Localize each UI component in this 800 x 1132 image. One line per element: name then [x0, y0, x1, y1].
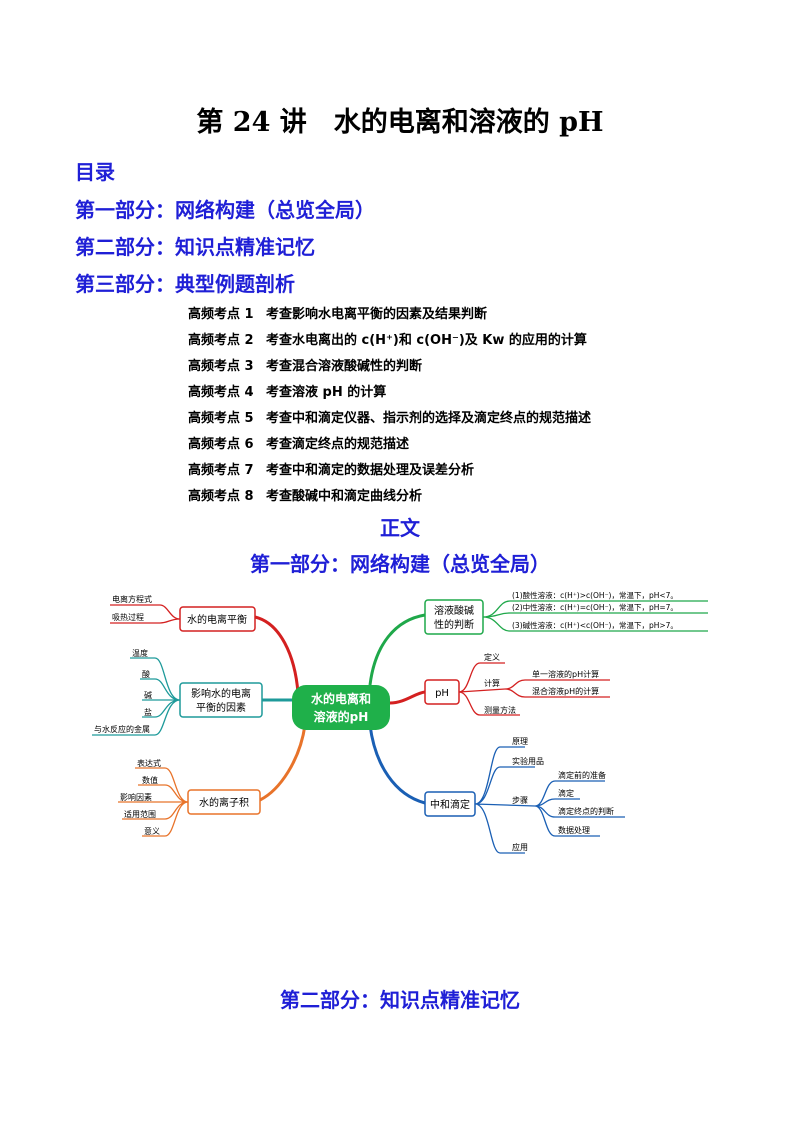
- b5-sub-1: 单一溶液的pH计算: [532, 669, 599, 679]
- toc-item: 高频考点 5 考查中和滴定仪器、指示剂的选择及滴定终点的规范描述: [188, 407, 591, 426]
- node-b5-label: pH: [435, 688, 449, 699]
- toc-item-text: 考查酸碱中和滴定曲线分析: [266, 489, 423, 504]
- b3-leaf-3: 影响因素: [120, 792, 152, 802]
- page-title: 第 24 讲 水的电离和溶液的 pH: [196, 107, 604, 138]
- b6-sub-4: 数据处理: [558, 825, 590, 835]
- node-b4-label-2: 性的判断: [434, 618, 474, 631]
- b6-leaf-4: 应用: [512, 842, 528, 852]
- b3-leaf-4: 适用范围: [124, 809, 156, 819]
- b6-leaf-1: 原理: [512, 737, 528, 746]
- b4-leaf-3: (3)碱性溶液：c(H⁺)<c(OH⁻)，常温下，pH>7。: [512, 620, 678, 630]
- b2-leaf-1: 温度: [132, 648, 148, 658]
- body-heading: 正文: [380, 516, 420, 540]
- toc-part-1: 第一部分：网络构建（总览全局）: [75, 198, 375, 222]
- toc-part-3: 第三部分：典型例题剖析: [75, 272, 295, 296]
- toc-item: 高频考点 8 考查酸碱中和滴定曲线分析: [188, 485, 422, 504]
- toc-item-text: 考查滴定终点的规范描述: [266, 437, 410, 452]
- toc-item-code: 高频考点 2: [188, 333, 254, 348]
- center-node: [292, 685, 390, 730]
- toc-item-text: 考查水电离出的 c(H⁺)和 c(OH⁻)及 Kw 的应用的计算: [266, 333, 587, 348]
- center-text-1: 水的电离和: [311, 691, 371, 706]
- part2-heading: 第二部分：知识点精准记忆: [280, 988, 520, 1012]
- toc-item: 高频考点 2 考查水电离出的 c(H⁺)和 c(OH⁻)及 Kw 的应用的计算: [188, 329, 587, 348]
- mind-map: 水的电离和 溶液的pH 水的电离平衡 电离方程式 吸热过程 影响水的电离 平衡的…: [92, 590, 708, 854]
- toc-item: 高频考点 6 考查滴定终点的规范描述: [188, 433, 409, 452]
- toc-item-text: 考查溶液 pH 的计算: [266, 385, 387, 400]
- toc-item-text: 考查影响水电离平衡的因素及结果判断: [266, 307, 488, 322]
- b3-leaf-1: 表达式: [137, 758, 161, 768]
- b6-leaf-2: 实验用品: [512, 756, 544, 766]
- toc-item-code: 高频考点 7: [188, 463, 254, 478]
- edge-b3-leaves: [118, 767, 189, 837]
- b5-sub-2: 混合溶液pH的计算: [532, 686, 599, 696]
- part1-heading: 第一部分：网络构建（总览全局）: [250, 552, 550, 576]
- b6-leaf-3: 步骤: [512, 796, 528, 805]
- b5-leaf-2: 计算: [484, 678, 500, 688]
- edge-center-b1: [254, 615, 300, 694]
- b4-leaf-2: (2)中性溶液：c(H⁺)=c(OH⁻)，常温下，pH=7。: [512, 602, 678, 612]
- b3-leaf-5: 意义: [144, 826, 160, 836]
- toc-item-text: 考查混合溶液酸碱性的判断: [266, 359, 423, 374]
- b2-leaf-4: 盐: [144, 707, 152, 717]
- edge-b5-leaves: [458, 662, 520, 716]
- edge-center-b3: [259, 724, 307, 802]
- b6-sub-1: 滴定前的准备: [558, 770, 606, 780]
- b5-leaf-3: 测量方法: [484, 705, 516, 715]
- toc-item: 高频考点 4 考查溶液 pH 的计算: [188, 381, 386, 400]
- toc-item-text: 考查中和滴定的数据处理及误差分析: [266, 463, 475, 478]
- b5-leaf-1: 定义: [484, 652, 500, 662]
- node-b2-label-1: 影响水的电离: [191, 687, 251, 700]
- b2-leaf-3: 碱: [144, 691, 152, 700]
- b4-leaf-1: (1)酸性溶液：c(H⁺)>c(OH⁻)，常温下，pH<7。: [512, 590, 678, 600]
- b1-leaf-2: 吸热过程: [112, 612, 144, 622]
- edge-b2-leaves: [92, 657, 181, 736]
- edge-center-b4: [368, 613, 426, 686]
- toc-item: 高频考点 3 考查混合溶液酸碱性的判断: [188, 355, 422, 374]
- node-b2-label-2: 平衡的因素: [196, 701, 246, 714]
- edge-center-b6: [368, 724, 426, 805]
- toc-heading: 目录: [75, 160, 115, 184]
- toc-item-code: 高频考点 6: [188, 437, 254, 452]
- b1-leaf-1: 电离方程式: [112, 594, 152, 604]
- toc-part-2: 第二部分：知识点精准记忆: [75, 235, 315, 259]
- toc-item-code: 高频考点 3: [188, 359, 254, 374]
- toc-item: 高频考点 1 考查影响水电离平衡的因素及结果判断: [188, 303, 487, 322]
- edge-center-b5: [389, 690, 426, 705]
- b6-sub-3: 滴定终点的判断: [558, 806, 614, 816]
- toc-item-code: 高频考点 5: [188, 411, 254, 426]
- edge-b1-leaves: [110, 604, 181, 624]
- b2-leaf-5: 与水反应的金属: [94, 724, 150, 734]
- center-text-2: 溶液的pH: [314, 709, 369, 724]
- b2-leaf-2: 酸: [142, 669, 150, 679]
- edge-b6-leaves: [474, 746, 536, 854]
- toc-item: 高频考点 7 考查中和滴定的数据处理及误差分析: [188, 459, 474, 478]
- b3-leaf-2: 数值: [142, 775, 158, 785]
- toc-item-code: 高频考点 8: [188, 489, 254, 504]
- edge-b5-sub: [504, 679, 610, 698]
- b6-sub-2: 滴定: [558, 788, 574, 798]
- toc-item-code: 高频考点 1: [188, 307, 254, 322]
- node-b3-label: 水的离子积: [199, 796, 249, 809]
- edge-b6-sub: [534, 780, 625, 837]
- toc-item-code: 高频考点 4: [188, 385, 254, 400]
- node-b4-label-1: 溶液酸碱: [434, 604, 474, 617]
- node-b6-label: 中和滴定: [430, 798, 470, 811]
- node-b1-label: 水的电离平衡: [187, 613, 247, 626]
- edge-b4-leaves: [482, 600, 708, 632]
- toc-item-text: 考查中和滴定仪器、指示剂的选择及滴定终点的规范描述: [266, 411, 592, 426]
